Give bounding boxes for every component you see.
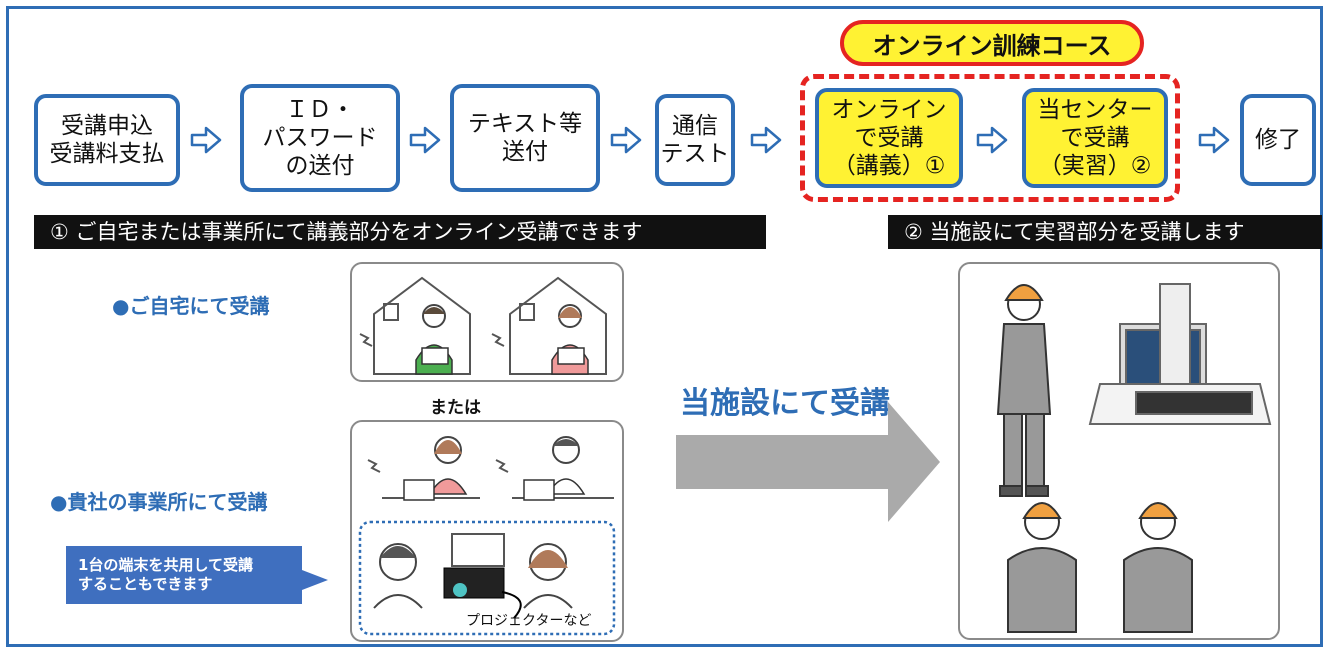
home-heading: ●ご自宅にて受講	[112, 294, 270, 318]
arrow-right-icon	[610, 126, 642, 154]
step-online-lecture: オンライン で受講 （講義）①	[815, 88, 963, 188]
arrow-right-icon	[190, 126, 222, 154]
step-completion: 修了	[1240, 94, 1316, 186]
facility-text: 当施設にて受講	[680, 386, 890, 421]
arrow-right-icon	[409, 126, 441, 154]
home-study-panel	[350, 262, 624, 382]
facility-illustration	[996, 283, 1272, 633]
outer-frame	[6, 6, 1323, 647]
step-id-password: ＩＤ・ パスワード の送付	[240, 84, 400, 192]
facility-panel	[958, 262, 1280, 640]
online-lecture-banner: ① ご自宅または事業所にて講義部分をオンライン受講できます	[34, 215, 766, 249]
online-course-group	[800, 74, 1180, 202]
arrow-right-icon	[976, 126, 1008, 154]
home-study-illustration	[359, 276, 607, 375]
online-course-label: オンライン訓練コース	[840, 20, 1144, 66]
or-text: または	[430, 398, 481, 418]
shared-terminal-note: 1台の端末を共用して受講 することもできます	[66, 546, 302, 604]
arrow-right-icon	[676, 402, 940, 522]
step-text-shipping: テキスト等 送付	[450, 84, 600, 192]
step-apply-pay: 受講申込 受講料支払	[34, 94, 180, 186]
arrow-right-icon	[750, 126, 782, 154]
step-center-practice: 当センター で受講 （実習）②	[1022, 88, 1168, 188]
office-study-panel	[350, 420, 624, 642]
office-study-illustration	[358, 436, 616, 636]
arrow-right-icon	[1198, 126, 1230, 154]
step-communication-test: 通信 テスト	[655, 94, 735, 186]
projector-label: プロジェクターなど	[466, 613, 592, 629]
office-heading: ●貴社の事業所にて受講	[50, 490, 268, 514]
arrow-right-icon	[302, 570, 328, 590]
practice-banner: ② 当施設にて実習部分を受講します	[888, 215, 1322, 249]
